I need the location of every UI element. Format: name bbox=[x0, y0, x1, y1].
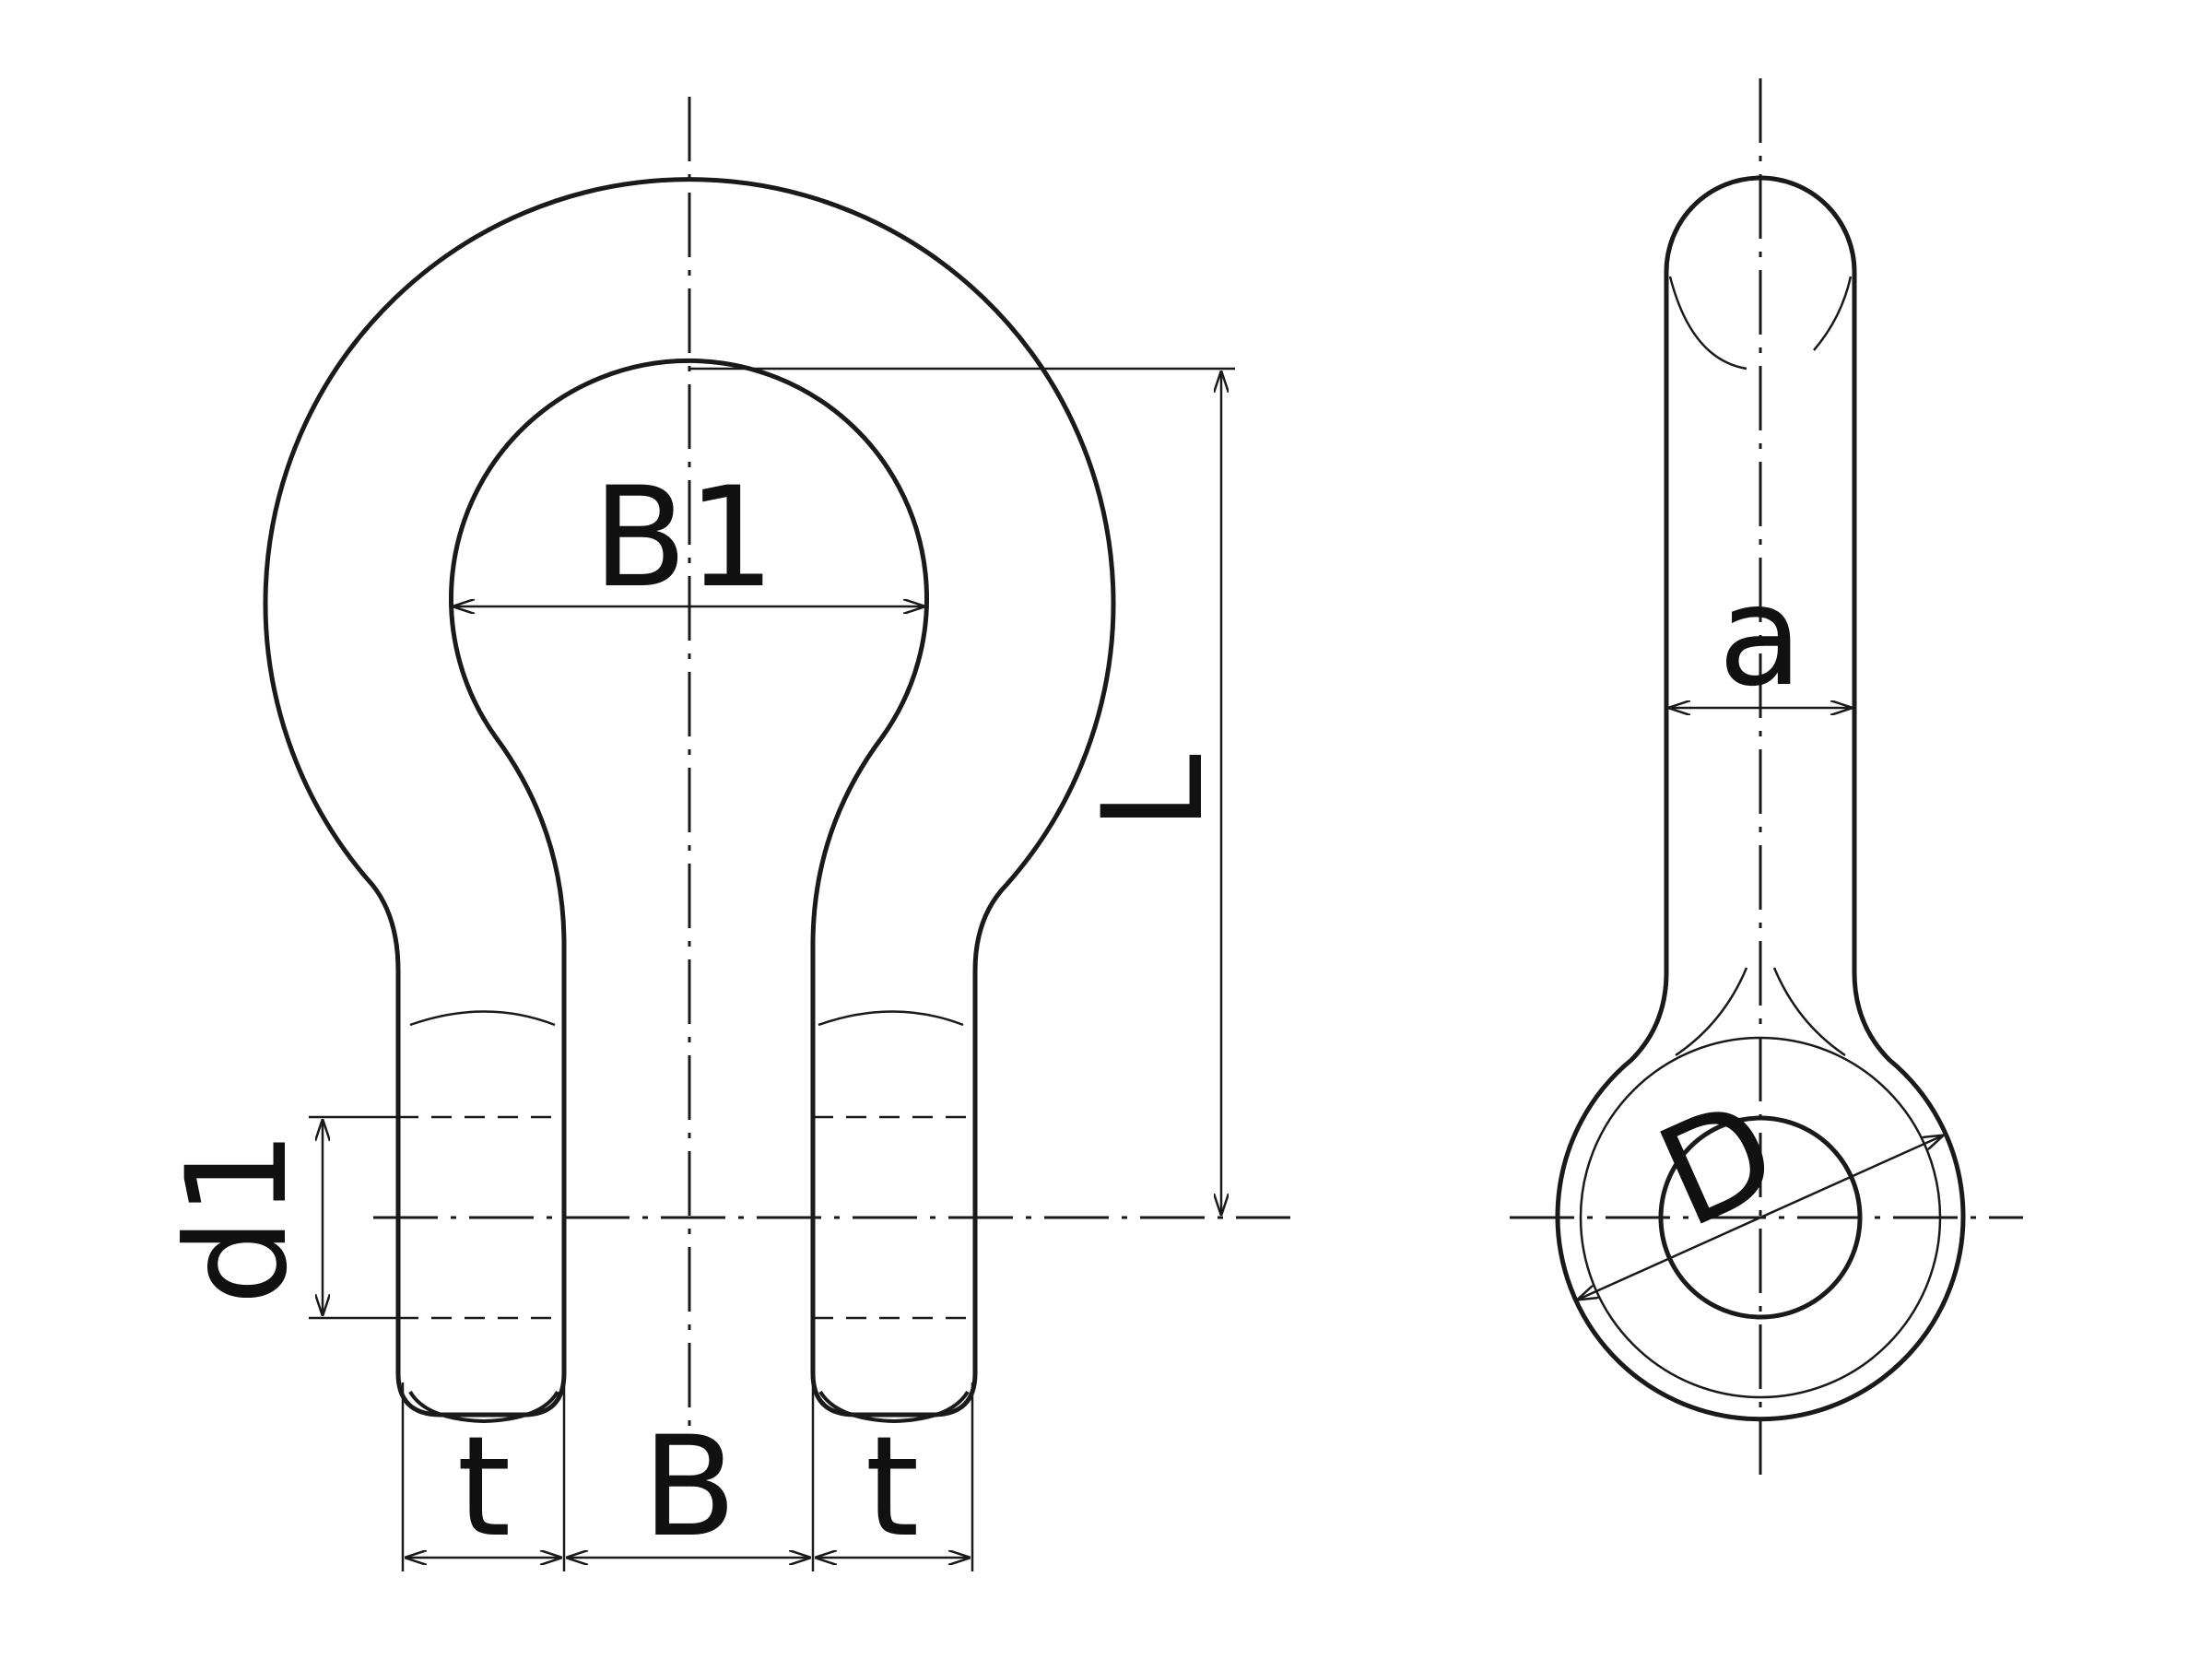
side-left-transition-curve bbox=[1675, 967, 1748, 1057]
d-dimension-line bbox=[1578, 1135, 1943, 1300]
side-right-transition-curve bbox=[1772, 967, 1846, 1057]
l-dimension bbox=[689, 367, 1235, 1215]
side-top-left-arc bbox=[1668, 276, 1747, 371]
right-leg-thin-arc bbox=[818, 1010, 964, 1027]
bottom-dimension-extension-lines bbox=[401, 1382, 974, 1571]
front-view: d1 B1 L t B t bbox=[158, 97, 1290, 1571]
left-leg-thin-arc bbox=[409, 1010, 556, 1027]
d1-dimension bbox=[309, 1115, 398, 1320]
d1-label: d1 bbox=[158, 1130, 318, 1306]
t-right-label: t bbox=[865, 1407, 920, 1568]
hidden-pin-hole-lines bbox=[398, 1115, 975, 1320]
l-label: L bbox=[1074, 754, 1234, 831]
a-label: a bbox=[1718, 557, 1803, 717]
t-left-label: t bbox=[457, 1407, 512, 1568]
right-pin-end-arc bbox=[818, 1390, 970, 1424]
left-pin-end-arc bbox=[408, 1390, 559, 1424]
side-view: a D bbox=[1510, 78, 2023, 1475]
side-top-right-arc bbox=[1813, 276, 1853, 351]
b1-label: B1 bbox=[593, 458, 775, 618]
b-label: B bbox=[642, 1407, 737, 1568]
